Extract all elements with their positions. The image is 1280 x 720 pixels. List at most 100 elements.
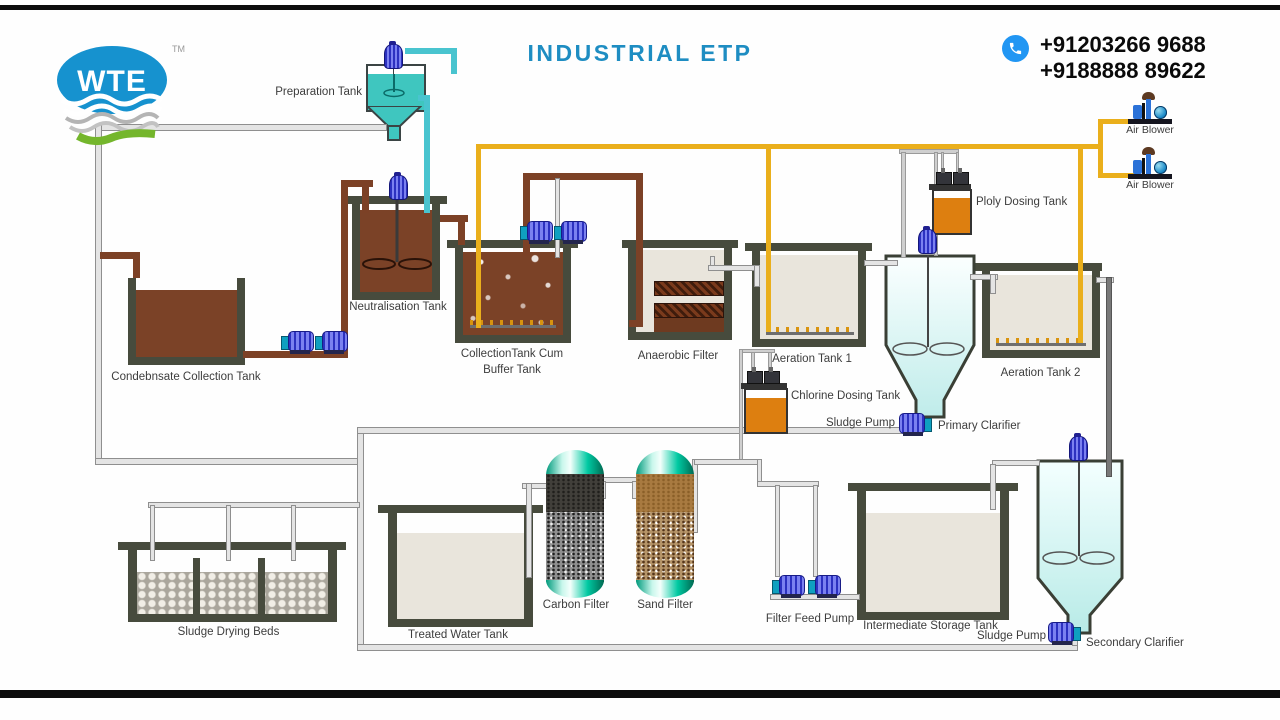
storage-tank-wall-r <box>1000 491 1009 620</box>
chlorine-doser-2 <box>764 367 780 384</box>
aeration1-flange <box>745 243 872 251</box>
drying-beds-wall-l <box>128 550 137 622</box>
pipe-pump-suction <box>770 594 860 600</box>
storage-tank-liquid <box>866 513 1000 612</box>
blower-fan-icon <box>1154 106 1167 119</box>
pipe-air-drop-aeration2 <box>1078 148 1083 343</box>
pipe-to-treated-tank <box>526 483 532 578</box>
label-filter-feed-pump: Filter Feed Pump <box>765 613 855 625</box>
pipe-poly-header <box>899 149 959 154</box>
buffer-tank-bottom <box>455 335 571 343</box>
neutralisation-tank-flange <box>343 196 447 204</box>
pipe-left-riser <box>95 124 102 464</box>
neutralisation-tank-wall-l <box>352 204 360 300</box>
primary-clarifier-agitator <box>892 255 965 356</box>
blower-fan-icon <box>1154 161 1167 174</box>
treated-tank-flange <box>378 505 543 513</box>
pipe-left-lower <box>95 458 363 465</box>
pipe-clarifier-outlet <box>970 274 998 280</box>
condensate-tank-liquid <box>136 290 237 357</box>
prep-tank-motor <box>384 41 403 69</box>
anaerobic-filter-wall-l <box>628 248 636 340</box>
neutralisation-tank-motor <box>389 172 408 200</box>
condensate-tank-bottom <box>128 357 245 365</box>
pipe-aeration1-inlet <box>754 265 760 287</box>
aeration2-flange <box>975 263 1102 271</box>
condensate-pump-1 <box>281 331 315 354</box>
pipe-neutralisation-riser <box>341 180 348 358</box>
treated-tank-wall-l <box>388 513 397 627</box>
pipe-air-drop-buffer <box>476 144 481 328</box>
secondary-clarifier-agitator <box>1042 460 1115 565</box>
pipe-buffer-pump-riser <box>523 178 530 256</box>
label-storage-tank: Intermediate Storage Tank <box>863 620 998 632</box>
secondary-sludge-pump <box>1047 622 1081 645</box>
label-drying-beds: Sludge Drying Beds <box>177 626 280 638</box>
pipe-bed-drop-3 <box>291 505 296 561</box>
pipe-to-secondary-clarifier <box>1106 277 1112 477</box>
poly-tank-flange <box>929 184 971 190</box>
pipe-condensate-inlet-v <box>133 252 140 278</box>
label-air-blower-1: Air Blower <box>1126 124 1174 136</box>
anaerobic-media-2 <box>654 303 724 318</box>
pipe-air-blower2 <box>1100 173 1136 178</box>
blower-cap-icon <box>1142 92 1155 100</box>
prep-agitator <box>383 74 405 98</box>
pipe-air-header <box>476 144 1103 149</box>
label-primary-clarifier: Primary Clarifier <box>938 420 1021 432</box>
pipe-aeration2-outlet <box>1096 277 1114 283</box>
carbon-filter-bottom-cap <box>546 580 604 598</box>
buffer-tank-wall-l <box>455 248 463 343</box>
pipe-anaerobic-feed <box>636 173 643 327</box>
chlorine-doser-1 <box>747 367 763 384</box>
drying-beds-media <box>137 572 328 614</box>
pipe-air-blower-riser <box>1098 119 1103 178</box>
pipe-sand-to-pumps <box>694 459 762 465</box>
blower-cap-icon <box>1142 147 1155 155</box>
label-sand-filter: Sand Filter <box>637 599 693 611</box>
pipe-neutralisation-outlet <box>440 215 468 222</box>
storage-tank-flange <box>848 483 1018 491</box>
neutralisation-tank-wall-r <box>432 204 440 300</box>
aeration1-wall-l <box>752 251 760 347</box>
pipe-buffer-pump2-riser <box>555 178 560 258</box>
label-condensate-tank: Condebnsate Collection Tank <box>111 371 261 383</box>
filter-feed-pump-2 <box>808 575 842 598</box>
condensate-tank-wall-l <box>128 278 136 365</box>
label-sludge-pump-secondary: Sludge Pump <box>976 630 1046 642</box>
pipe-bed-drop-2 <box>226 505 231 561</box>
drying-beds-divider-1 <box>193 558 200 614</box>
pipe-pump-discharge-header <box>757 481 819 487</box>
aeration2-bottom <box>982 350 1100 358</box>
carbon-filter-top-cap <box>546 450 604 476</box>
top-frame-bar <box>0 5 1280 10</box>
label-preparation-tank: Preparation Tank <box>275 86 362 98</box>
condensate-tank-wall-r <box>237 278 245 365</box>
treated-tank-liquid <box>397 533 524 619</box>
treated-tank-bottom <box>388 619 533 627</box>
pipe-neutralisation-top <box>341 180 373 187</box>
pipe-air-drop-aeration1 <box>766 148 771 332</box>
logo-text: WTE <box>77 65 147 98</box>
pipe-prep-top-v <box>451 48 457 74</box>
label-air-blower-2: Air Blower <box>1126 179 1174 191</box>
sand-filter-top-cap <box>636 450 694 476</box>
pipe-prep-to-neutralisation <box>424 95 430 213</box>
buffer-tank-diffuser <box>470 325 556 328</box>
label-secondary-clarifier: Secondary Clarifier <box>1086 637 1184 649</box>
storage-tank-bottom <box>857 612 1009 620</box>
label-carbon-filter: Carbon Filter <box>542 599 610 611</box>
poly-dosing-tank <box>932 189 972 235</box>
carbon-filter-media <box>546 512 604 582</box>
prep-tank-lid-divider <box>393 66 394 74</box>
phone-number-1: +91203266 9688 <box>1040 32 1206 57</box>
poly-doser-1 <box>936 168 952 185</box>
label-chlorine-dosing-tank: Chlorine Dosing Tank <box>791 390 901 402</box>
anaerobic-filter-wall-r <box>724 248 732 340</box>
label-aeration2: Aeration Tank 2 <box>1000 367 1081 379</box>
chlorine-tank-flange <box>741 383 787 389</box>
label-anaerobic-filter: Anaerobic Filter <box>637 350 719 362</box>
label-neutralisation-tank: Neutralisation Tank <box>349 301 447 313</box>
primary-clarifier <box>884 254 976 419</box>
pipe-neutralisation-drop <box>362 183 369 213</box>
